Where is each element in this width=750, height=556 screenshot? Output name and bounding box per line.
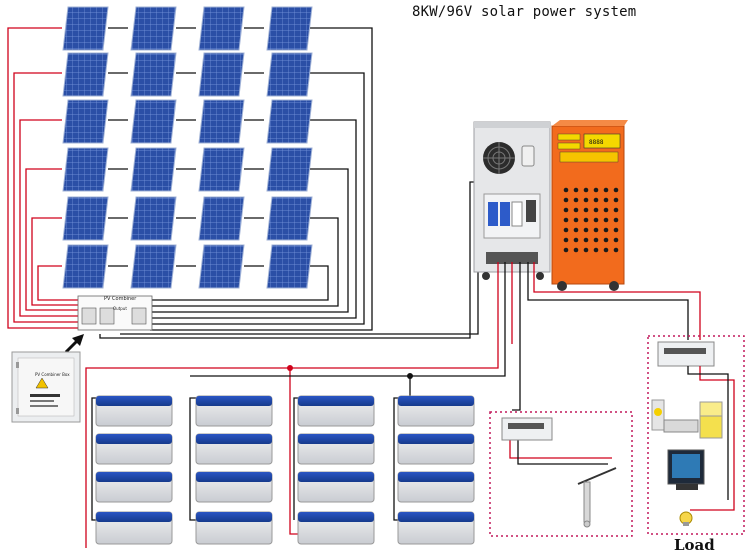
battery-icon xyxy=(397,471,475,503)
battery-bank xyxy=(95,395,475,545)
combiner-output-label: Output xyxy=(113,306,127,311)
battery-icon xyxy=(297,511,375,545)
tv-icon xyxy=(667,449,705,490)
battery-icon xyxy=(297,395,375,427)
battery-icon xyxy=(397,433,475,465)
solar-panel-icon xyxy=(198,147,245,192)
battery-icon xyxy=(95,395,173,427)
solar-panel-icon xyxy=(62,52,109,97)
load-label: Load xyxy=(674,536,715,554)
junction-dot xyxy=(407,373,413,379)
combiner-box-icon xyxy=(11,351,81,423)
distribution-board-icon xyxy=(501,417,553,441)
refrigerator-icon xyxy=(699,401,723,439)
junction-dot xyxy=(287,365,293,371)
battery-wiring xyxy=(91,368,411,535)
solar-panel-icon xyxy=(62,147,109,192)
solar-panel-icon xyxy=(62,6,109,51)
water-heater-circuit xyxy=(489,411,633,537)
stereo-icon xyxy=(651,399,699,433)
solar-panel-icon xyxy=(62,99,109,144)
page-title: 8KW/96V solar power system xyxy=(412,4,637,20)
arrow-icon xyxy=(64,334,84,354)
solar-panel-icon xyxy=(198,6,245,51)
controller-icon xyxy=(551,120,628,291)
solar-panel-icon xyxy=(130,147,177,192)
combiner-label: PV Combiner xyxy=(104,296,137,302)
inverter-display: 8888 xyxy=(589,139,604,146)
inverter-output-wiring xyxy=(85,262,701,548)
distribution-board-icon xyxy=(657,341,715,367)
light-bulb-icon xyxy=(679,511,693,526)
solar-panel-icon xyxy=(266,244,313,289)
solar-panel-icon xyxy=(266,147,313,192)
battery-icon xyxy=(297,433,375,465)
load-circuit xyxy=(647,335,745,535)
solar-panel-icon xyxy=(130,244,177,289)
solar-panel-icon xyxy=(130,52,177,97)
combiner-box-title: PV Combiner Box xyxy=(35,372,70,377)
battery-icon xyxy=(95,471,173,503)
battery-icon xyxy=(195,433,273,465)
solar-panel-icon xyxy=(198,244,245,289)
solar-panel-icon xyxy=(266,6,313,51)
solar-panel-icon xyxy=(130,99,177,144)
solar-panel-icon xyxy=(266,196,313,241)
battery-icon xyxy=(397,511,475,545)
solar-panel-icon xyxy=(198,196,245,241)
battery-icon xyxy=(95,433,173,465)
battery-icon xyxy=(195,511,273,545)
solar-panel-icon xyxy=(62,196,109,241)
battery-icon xyxy=(297,471,375,503)
solar-panel-icon xyxy=(198,52,245,97)
battery-icon xyxy=(195,395,273,427)
battery-icon xyxy=(397,395,475,427)
solar-panel-icon xyxy=(130,196,177,241)
battery-icon xyxy=(95,511,173,545)
solar-panel-icon xyxy=(266,52,313,97)
inverter-icon xyxy=(473,121,551,280)
solar-panel-icon xyxy=(130,6,177,51)
water-heater-icon xyxy=(577,467,617,528)
solar-panel-icon xyxy=(198,99,245,144)
solar-panel-icon xyxy=(62,244,109,289)
combiner-strip-icon xyxy=(77,295,153,331)
solar-array xyxy=(62,6,313,289)
battery-icon xyxy=(195,471,273,503)
solar-panel-icon xyxy=(266,99,313,144)
